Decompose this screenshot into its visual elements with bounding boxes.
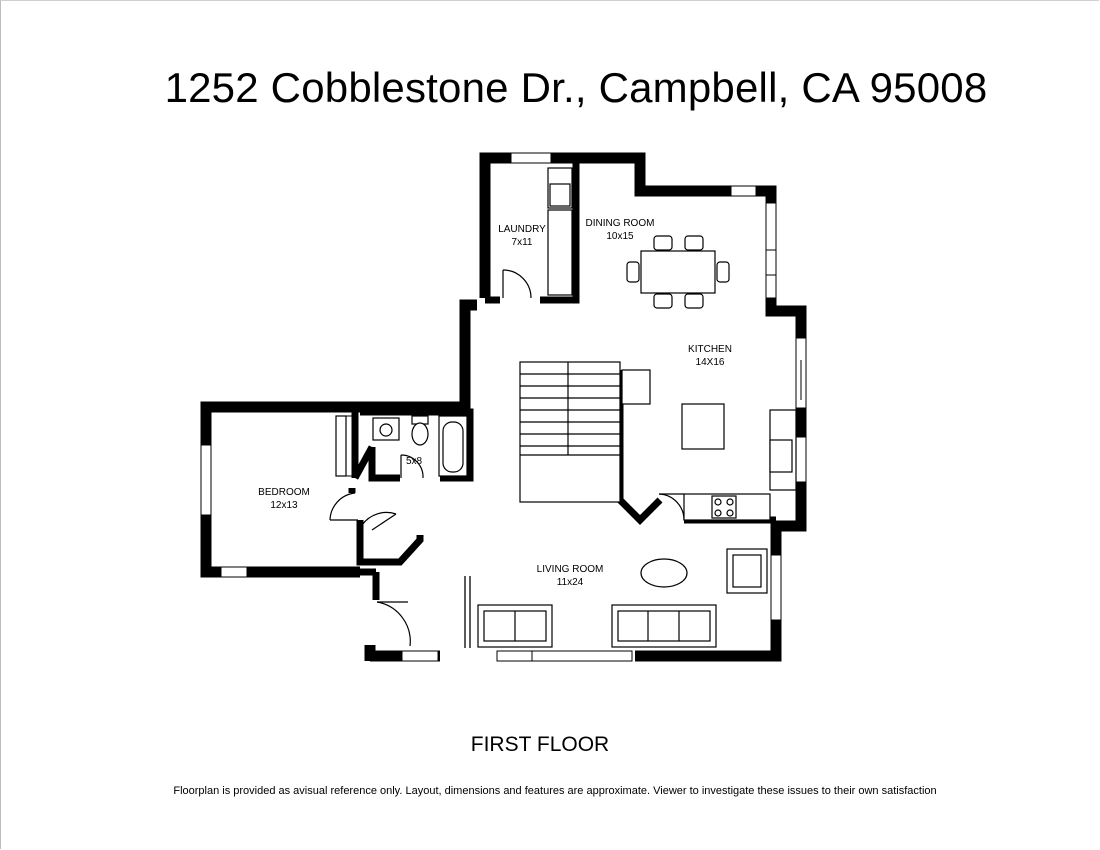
laundry-fixtures (547, 167, 573, 296)
staircase (519, 361, 621, 503)
property-address: 1252 Cobblestone Dr., Campbell, CA 95008 (164, 64, 988, 111)
room-name-kitchen: KITCHEN (688, 344, 732, 355)
room-labels: LAUNDRY 7x11 DINING ROOM 10x15 KITCHEN 1… (258, 218, 732, 588)
floor-label: FIRST FLOOR (470, 733, 610, 756)
room-dims-laundry: 7x11 (512, 237, 533, 248)
room-name-bedroom: BEDROOM (258, 487, 310, 498)
bath-fixtures (372, 415, 468, 477)
living-furniture (477, 548, 768, 648)
room-dims-bath: 5x8 (406, 456, 423, 467)
dining-set (626, 235, 730, 309)
doors (329, 269, 685, 647)
room-dims-bedroom: 12x13 (270, 500, 298, 511)
room-name-dining: DINING ROOM (586, 218, 655, 229)
thin-walls (464, 170, 577, 648)
kitchen-fixtures (621, 369, 797, 521)
room-dims-kitchen: 14X16 (696, 357, 725, 368)
room-name-laundry: LAUNDRY (498, 224, 546, 235)
window-panes (531, 249, 802, 661)
room-dims-dining: 10x15 (606, 231, 634, 242)
room-dims-living: 11x24 (557, 577, 584, 588)
disclaimer: Floorplan is provided as avisual referen… (173, 785, 937, 797)
bedroom-closet (335, 415, 347, 477)
room-name-living: LIVING ROOM (537, 564, 604, 575)
